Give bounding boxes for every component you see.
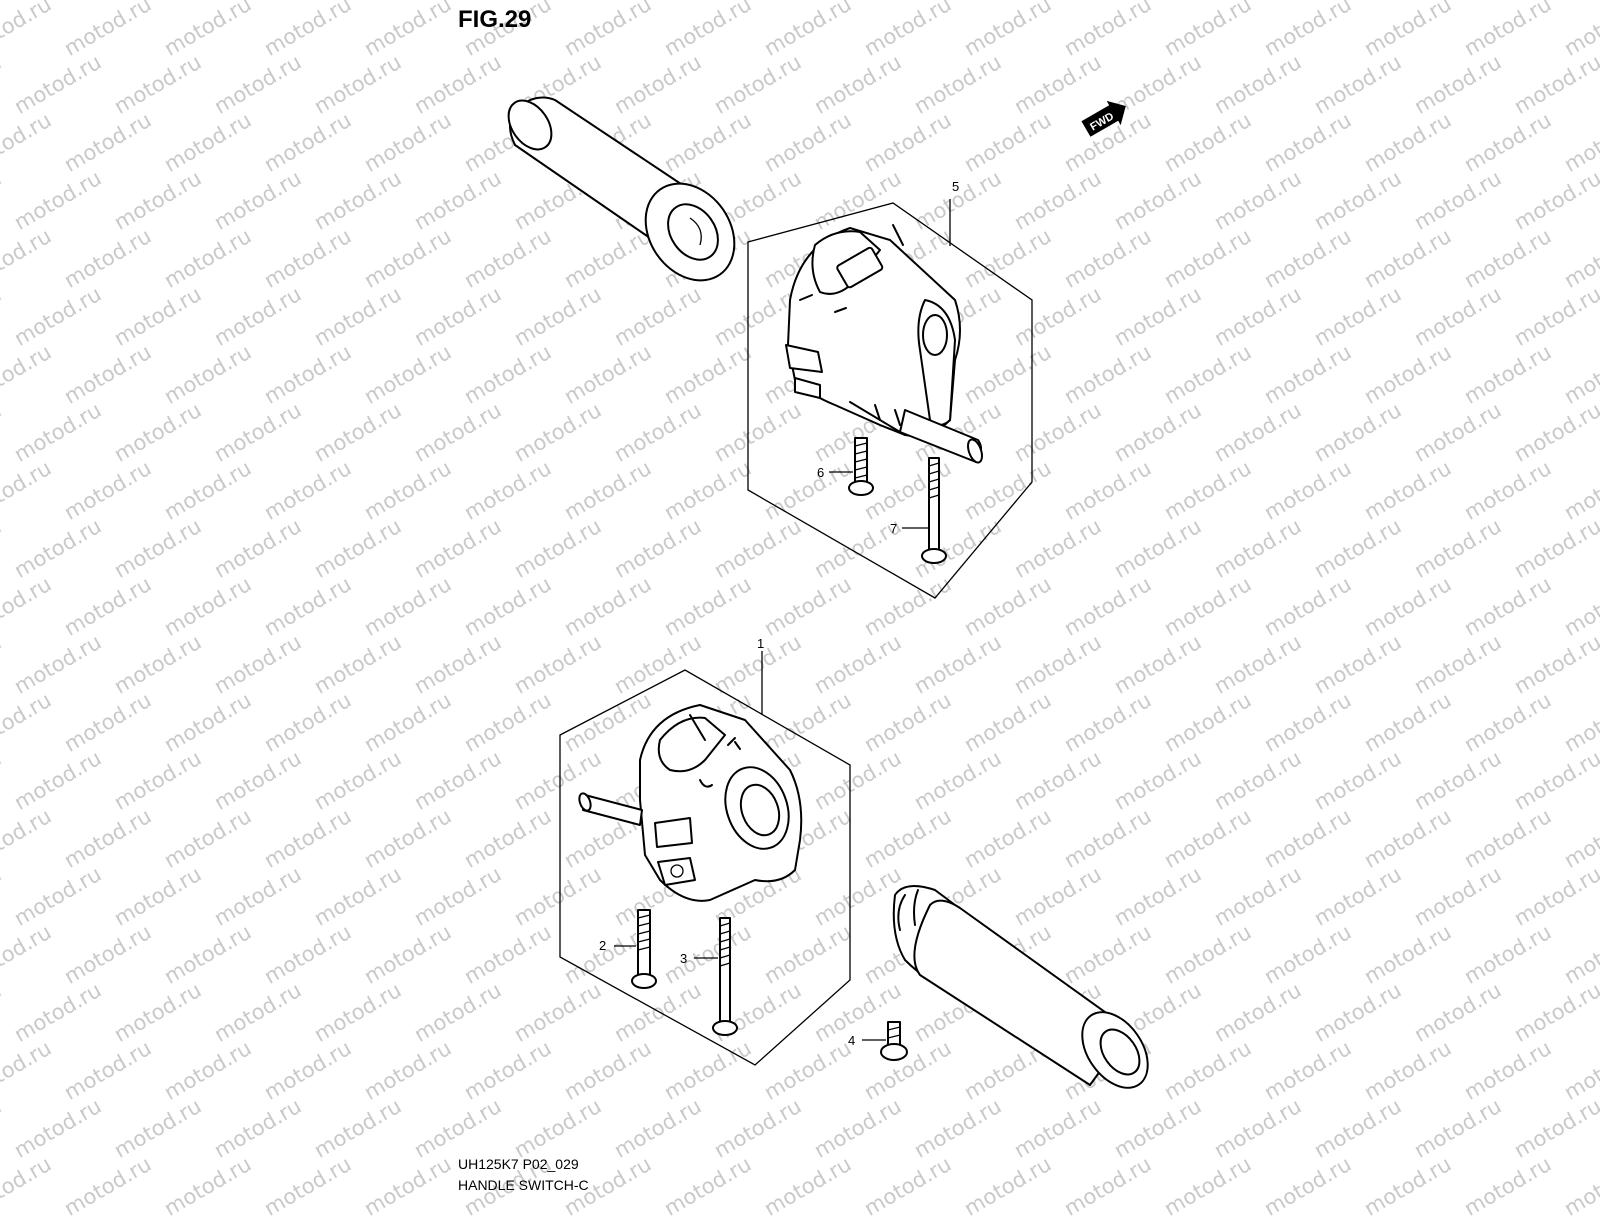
callout-3: 3 bbox=[680, 951, 687, 966]
callout-5: 5 bbox=[952, 179, 959, 194]
right-grip bbox=[892, 885, 1149, 1089]
callout-4: 4 bbox=[848, 1033, 855, 1048]
fwd-arrow-icon: FWD bbox=[1081, 100, 1126, 137]
kit-box-5 bbox=[747, 199, 1033, 599]
diagram-caption: HANDLE SWITCH-C bbox=[458, 1177, 589, 1193]
kit-box-1 bbox=[559, 651, 851, 1066]
model-code: UH125K7 P02_029 bbox=[458, 1156, 579, 1172]
screw-6 bbox=[848, 437, 874, 496]
left-grip bbox=[507, 96, 736, 282]
callout-6: 6 bbox=[817, 465, 824, 480]
callout-1: 1 bbox=[757, 636, 764, 651]
screw-7 bbox=[921, 457, 947, 564]
screw-4 bbox=[862, 1021, 908, 1061]
callout-2: 2 bbox=[599, 938, 606, 953]
screw-2 bbox=[631, 909, 657, 989]
callout-7: 7 bbox=[890, 521, 897, 536]
screw-3 bbox=[712, 917, 738, 1036]
figure-title: FIG.29 bbox=[458, 6, 532, 33]
